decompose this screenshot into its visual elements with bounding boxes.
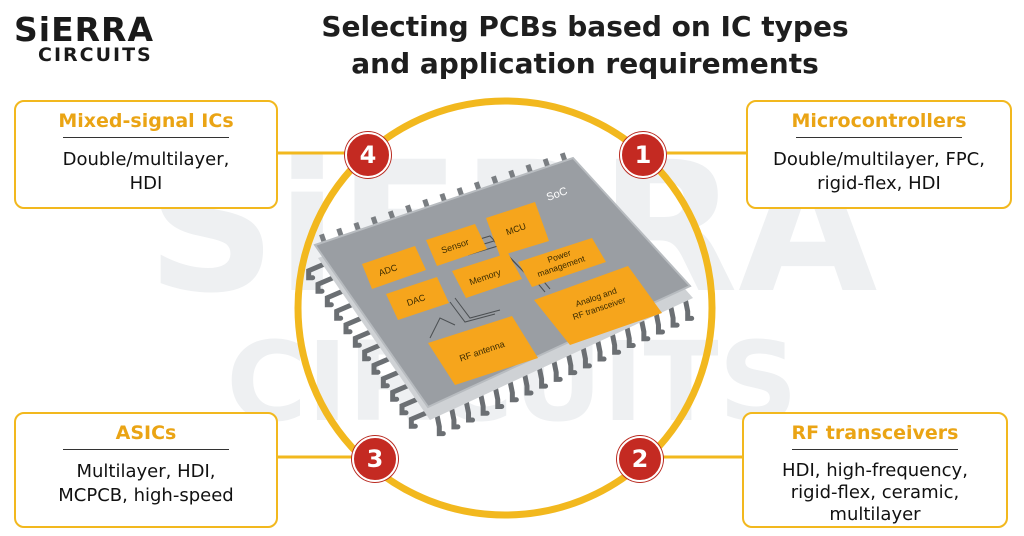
card-rf-transceivers: RF transceivers HDI, high-frequency, rig…: [742, 412, 1008, 528]
card-micro-rule: [796, 137, 962, 138]
block-mcu: [486, 202, 549, 256]
chip-pin-top: [559, 152, 568, 162]
chip-pin-left: [343, 316, 363, 335]
chip-pin-bottom: [478, 393, 490, 416]
chip-pin-left: [352, 329, 372, 348]
chip-pin-left: [362, 343, 382, 362]
chip-pin-top: [525, 163, 533, 174]
chip-pins: [306, 152, 695, 437]
chip-pin-top: [439, 192, 447, 203]
card-mixed-rule: [63, 137, 229, 138]
chip-pin-left: [371, 356, 391, 375]
ring: [294, 97, 716, 519]
block-rf-antenna: [428, 316, 538, 385]
card-rf-line3: multilayer: [829, 504, 921, 525]
chip-pin-left: [324, 289, 344, 308]
chip-pin-left: [306, 262, 326, 281]
card-micro-line2: rigid-flex, HDI: [817, 173, 941, 194]
badge-1: 1: [620, 132, 666, 178]
card-micro-body: Double/multilayer, FPC, rigid-flex, HDI: [748, 148, 1010, 196]
chip-pin-left: [399, 397, 419, 416]
chip-pin-left: [390, 383, 410, 402]
card-mixed-line1: Double/multilayer,: [62, 149, 230, 170]
chip-pin-top: [508, 169, 516, 179]
chip-pin-bottom: [493, 387, 505, 409]
chip-pin-bottom: [683, 298, 695, 321]
card-asic-body: Multilayer, HDI, MCPCB, high-speed: [16, 460, 276, 508]
block-analog-rf: [534, 266, 662, 345]
badge-4: 4: [345, 132, 391, 178]
card-rf-rule: [792, 449, 958, 450]
card-mixed-heading: Mixed-signal ICs: [58, 110, 234, 132]
chip-pin-bottom: [668, 305, 680, 328]
card-rf-line2: rigid-flex, ceramic,: [790, 482, 960, 503]
chip-pin-bottom: [639, 319, 651, 342]
connector-lines: [278, 151, 747, 459]
chip-pin-top: [542, 158, 551, 168]
block-adc: [362, 246, 426, 289]
badge-3: 3: [352, 436, 398, 482]
chip-pin-bottom: [449, 407, 461, 430]
chip-pin-bottom: [464, 400, 476, 423]
chip-pin-bottom: [551, 359, 563, 382]
card-mixed-body: Double/multilayer, HDI: [16, 148, 276, 196]
card-asic-rule: [63, 449, 229, 450]
card-mixed-line2: HDI: [129, 173, 163, 194]
page-title: Selecting PCBs based on IC types and app…: [300, 8, 870, 82]
chip-pin-left: [408, 410, 428, 429]
chip-pin-top: [473, 181, 482, 191]
chip-pin-top: [370, 216, 379, 226]
logo-line1: SiERRA: [14, 10, 154, 49]
logo-line2: CIRCUITS: [38, 44, 153, 66]
chip-pin-left: [315, 275, 335, 294]
logo: SiERRA CIRCUITS: [10, 8, 190, 68]
block-dac: [386, 277, 449, 320]
card-asic-line1: Multilayer, HDI,: [76, 461, 216, 482]
chip-pin-top: [336, 227, 344, 237]
block-sensor: [426, 224, 487, 266]
title-line2: and application requirements: [351, 47, 819, 80]
chip-pin-top: [422, 198, 430, 208]
card-mixed-signal: Mixed-signal ICs Double/multilayer, HDI: [14, 100, 278, 209]
block-power: [518, 238, 606, 287]
chip-blocks: ADC Sensor MCU Power management DAC Memo…: [362, 202, 662, 385]
chip-pin-bottom: [537, 366, 549, 389]
chip-pin-bottom: [580, 346, 592, 369]
chip-pin-bottom: [610, 332, 622, 355]
chip-pin-bottom: [653, 312, 665, 335]
chip-pin-left: [380, 370, 400, 389]
card-asic-line2: MCPCB, high-speed: [58, 485, 234, 506]
chip-pin-left: [334, 302, 354, 321]
chip-pin-bottom: [507, 380, 519, 403]
chip-pin-top: [387, 210, 396, 220]
card-rf-body: HDI, high-frequency, rigid-flex, ceramic…: [744, 460, 1006, 526]
card-asic-heading: ASICs: [115, 422, 177, 444]
card-asics: ASICs Multilayer, HDI, MCPCB, high-speed: [14, 412, 278, 528]
title-line1: Selecting PCBs based on IC types: [321, 10, 849, 43]
chip-pin-bottom: [566, 353, 578, 376]
chip-pin-top: [353, 221, 361, 232]
chip-pin-bottom: [522, 373, 534, 396]
card-rf-heading: RF transceivers: [791, 422, 959, 444]
card-rf-line1: HDI, high-frequency,: [782, 460, 968, 481]
card-micro-heading: Microcontrollers: [791, 110, 967, 132]
chip-pin-top: [491, 175, 499, 185]
chip-pin-bottom: [595, 339, 607, 362]
chip-pin-top: [405, 204, 413, 214]
chip-pin-bottom: [624, 326, 636, 348]
chip-pin-top: [319, 233, 327, 243]
badge-2: 2: [617, 436, 663, 482]
card-micro-line1: Double/multilayer, FPC,: [773, 149, 985, 170]
card-microcontrollers: Microcontrollers Double/multilayer, FPC,…: [746, 100, 1012, 209]
chip-pin-top: [456, 187, 465, 197]
chip-pin-bottom: [434, 414, 446, 437]
block-memory: [452, 253, 522, 298]
